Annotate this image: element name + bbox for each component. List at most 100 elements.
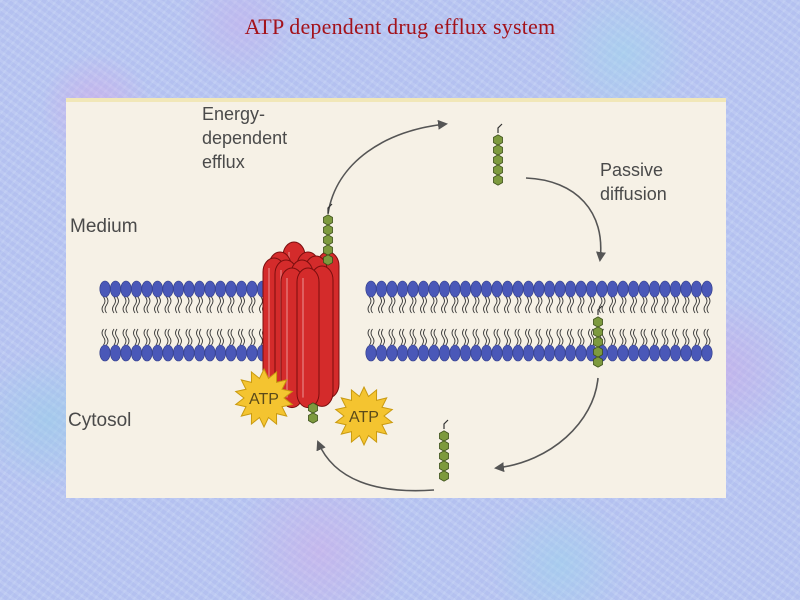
lipid-tail (693, 296, 697, 314)
lipid-tail (619, 328, 624, 346)
lipid-tail (546, 296, 550, 314)
lipid-tail (559, 328, 564, 346)
drug-ring (593, 316, 603, 328)
lipid-tail (217, 328, 221, 346)
lipid-tail (454, 296, 459, 314)
lipid-tail (675, 296, 679, 314)
lipid-head (225, 344, 237, 362)
lipid-tail (241, 296, 245, 314)
lipid-head (522, 344, 534, 362)
lipid-tail (528, 328, 532, 346)
lipid-tail (409, 296, 414, 314)
lipid-tail (175, 296, 179, 314)
lipid-tail (517, 296, 522, 314)
lipid-head (407, 344, 419, 362)
lipid-tail (609, 296, 613, 314)
lipid-tail (259, 296, 263, 314)
lipid-tail (580, 296, 585, 314)
lipid-tail (391, 296, 396, 314)
lipid-head (225, 280, 237, 298)
drug-ring (493, 154, 503, 166)
lipid-tail (472, 328, 477, 346)
lipid-head (215, 344, 227, 362)
lipid-head (449, 344, 461, 362)
lipid-tail (157, 328, 161, 346)
lipid-tail (441, 328, 445, 346)
lipid-head (204, 280, 216, 298)
lipid-head (596, 280, 608, 298)
lipid-tail (167, 328, 172, 346)
lipid-tail (633, 328, 637, 346)
lipid-head (375, 344, 387, 362)
lipid-tail (136, 296, 140, 314)
lipid-tail (241, 328, 245, 346)
lipid-head (131, 280, 143, 298)
lipid-tail (472, 296, 477, 314)
lipid-head (659, 280, 671, 298)
lipid-tail (465, 328, 469, 346)
lipid-tail (475, 328, 480, 346)
lipid-tail (217, 296, 221, 314)
lipid-tail (388, 296, 393, 314)
lipid-tail (220, 328, 224, 346)
lipid-tail (101, 296, 106, 314)
lipid-head (501, 344, 513, 362)
lipid-tail (433, 328, 438, 346)
drug-hook (327, 203, 333, 213)
lipid-tail (588, 296, 592, 314)
lipid-tail (146, 328, 151, 346)
lipid-tail (706, 296, 711, 314)
lipid-tail (567, 296, 571, 314)
label-energy-dependent-line3: efflux (202, 152, 245, 172)
label-passive-line2: diffusion (600, 184, 667, 204)
lipid-tail (514, 328, 519, 346)
lipid-tail (580, 328, 585, 346)
drug-hook (443, 419, 449, 429)
lipid-tail (175, 328, 179, 346)
lipid-tail (643, 296, 648, 314)
lipid-tail (664, 296, 669, 314)
drug-molecule-medium (493, 123, 503, 186)
lipid-tail (504, 296, 508, 314)
atp-label-right: ATP (349, 409, 379, 426)
lipid-tail (693, 328, 697, 346)
lipid-head (428, 344, 440, 362)
lipid-tail (167, 296, 172, 314)
lipid-head (617, 344, 629, 362)
slide-title: ATP dependent drug efflux system (244, 14, 556, 39)
lipid-tail (493, 296, 498, 314)
lipid-head (480, 344, 492, 362)
lipid-head (690, 344, 702, 362)
label-cytosol: Cytosol (68, 410, 131, 431)
lipid-head (365, 280, 377, 298)
drug-ring (493, 174, 503, 186)
lipid-tail (546, 328, 550, 346)
lipid-head (194, 280, 206, 298)
lipid-head (162, 280, 174, 298)
lipid-tail (525, 296, 529, 314)
lipid-tail (528, 296, 532, 314)
lipid-head (648, 344, 660, 362)
lipid-tail (238, 328, 242, 346)
lipid-tail (577, 328, 582, 346)
lipid-tail (122, 328, 127, 346)
lipid-tail (549, 328, 553, 346)
lipid-tail (185, 328, 190, 346)
lipid-tail (206, 296, 211, 314)
lipid-tail (591, 296, 595, 314)
lipid-tail (441, 296, 445, 314)
lipid-tail (661, 328, 666, 346)
lipid-tail (672, 296, 676, 314)
lipid-tail (483, 328, 487, 346)
drug-molecule-cytosol (439, 419, 449, 482)
lipid-tail (535, 296, 540, 314)
lipid-head (194, 344, 206, 362)
lipid-head (491, 344, 503, 362)
lipid-tail (517, 328, 522, 346)
lipid-head (701, 344, 713, 362)
lipid-tail (196, 296, 200, 314)
lipid-head (407, 280, 419, 298)
lipid-tail (154, 296, 158, 314)
lipid-tail (538, 296, 543, 314)
lipid-head (501, 280, 513, 298)
